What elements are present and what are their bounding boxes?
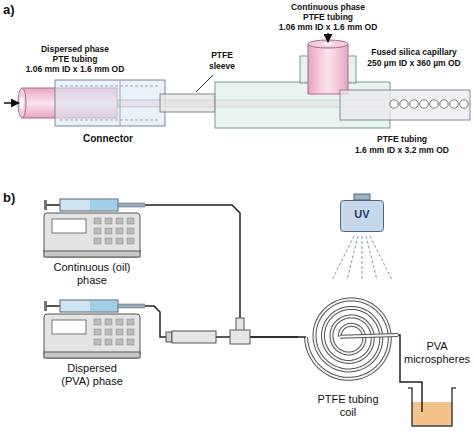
droplet <box>420 100 428 108</box>
part-label: PTFE sleeve <box>204 50 240 72</box>
syringe-pump: Dispersed (PVA) phase <box>40 296 145 392</box>
t-junction-branch <box>236 318 244 331</box>
droplet <box>450 100 458 108</box>
node-label: PVA microspheres <box>402 340 472 366</box>
dimension-label: 250 µm ID x 360 µm OD <box>367 58 460 69</box>
droplet <box>430 100 438 108</box>
tubing-coil: PTFE tubing coil <box>298 285 398 428</box>
tubing-line <box>145 205 298 337</box>
t-junction <box>230 330 250 344</box>
part-label: PTFE tubing <box>303 12 353 23</box>
lamp-label: UV <box>340 208 384 221</box>
outlet-tubing <box>340 90 470 120</box>
part-label: Continuous phase <box>291 2 365 13</box>
syringe-pump: Continuous (oil) phase <box>40 195 145 292</box>
droplet <box>440 100 448 108</box>
panel-letter: b) <box>3 190 15 205</box>
node-label: PTFE tubing coil <box>317 393 379 419</box>
connector-body <box>55 80 165 126</box>
connector-bore <box>60 120 160 121</box>
dimension-label: 1.06 mm ID x 1.6 mm OD <box>26 64 125 75</box>
droplet <box>400 100 408 108</box>
collection-beaker: PVA microspheres <box>402 340 472 430</box>
tubing-line <box>398 335 402 382</box>
part-label: PTE tubing <box>53 54 98 65</box>
tubing-end <box>18 88 26 118</box>
droplet <box>410 100 418 108</box>
flow-arrow <box>4 102 19 104</box>
droplet <box>390 100 398 108</box>
leader-line <box>196 75 213 92</box>
part-label: Fused silica capillary <box>371 47 457 58</box>
continuous-tubing <box>308 44 348 94</box>
uv-lamp: UV <box>340 200 384 232</box>
tubing-bore <box>20 97 24 109</box>
panel-letter: a) <box>3 2 15 17</box>
part-label: Connector <box>83 133 133 145</box>
part-label: PTFE tubing <box>377 134 427 145</box>
dimension-label: 1.06 mm ID x 1.6 mm OD <box>279 22 378 33</box>
droplet <box>460 100 468 108</box>
node-label: Dispersed (PVA) phase <box>52 362 132 388</box>
connector-joint <box>120 80 121 126</box>
tube-sleeve <box>166 332 172 342</box>
dimension-label: 1.6 mm ID x 3.2 mm OD <box>355 145 449 156</box>
ptfe-sleeve <box>160 94 215 112</box>
droplet-train <box>390 100 468 108</box>
uv-rays <box>332 236 392 280</box>
part-label: Dispersed phase <box>41 44 109 55</box>
connector-bore <box>60 86 160 87</box>
node-label: Continuous (oil) phase <box>52 261 132 287</box>
flow-arrow <box>327 33 329 42</box>
tubing-bore <box>322 43 334 46</box>
tube-connector <box>172 331 216 343</box>
lamp-cap <box>354 194 370 200</box>
